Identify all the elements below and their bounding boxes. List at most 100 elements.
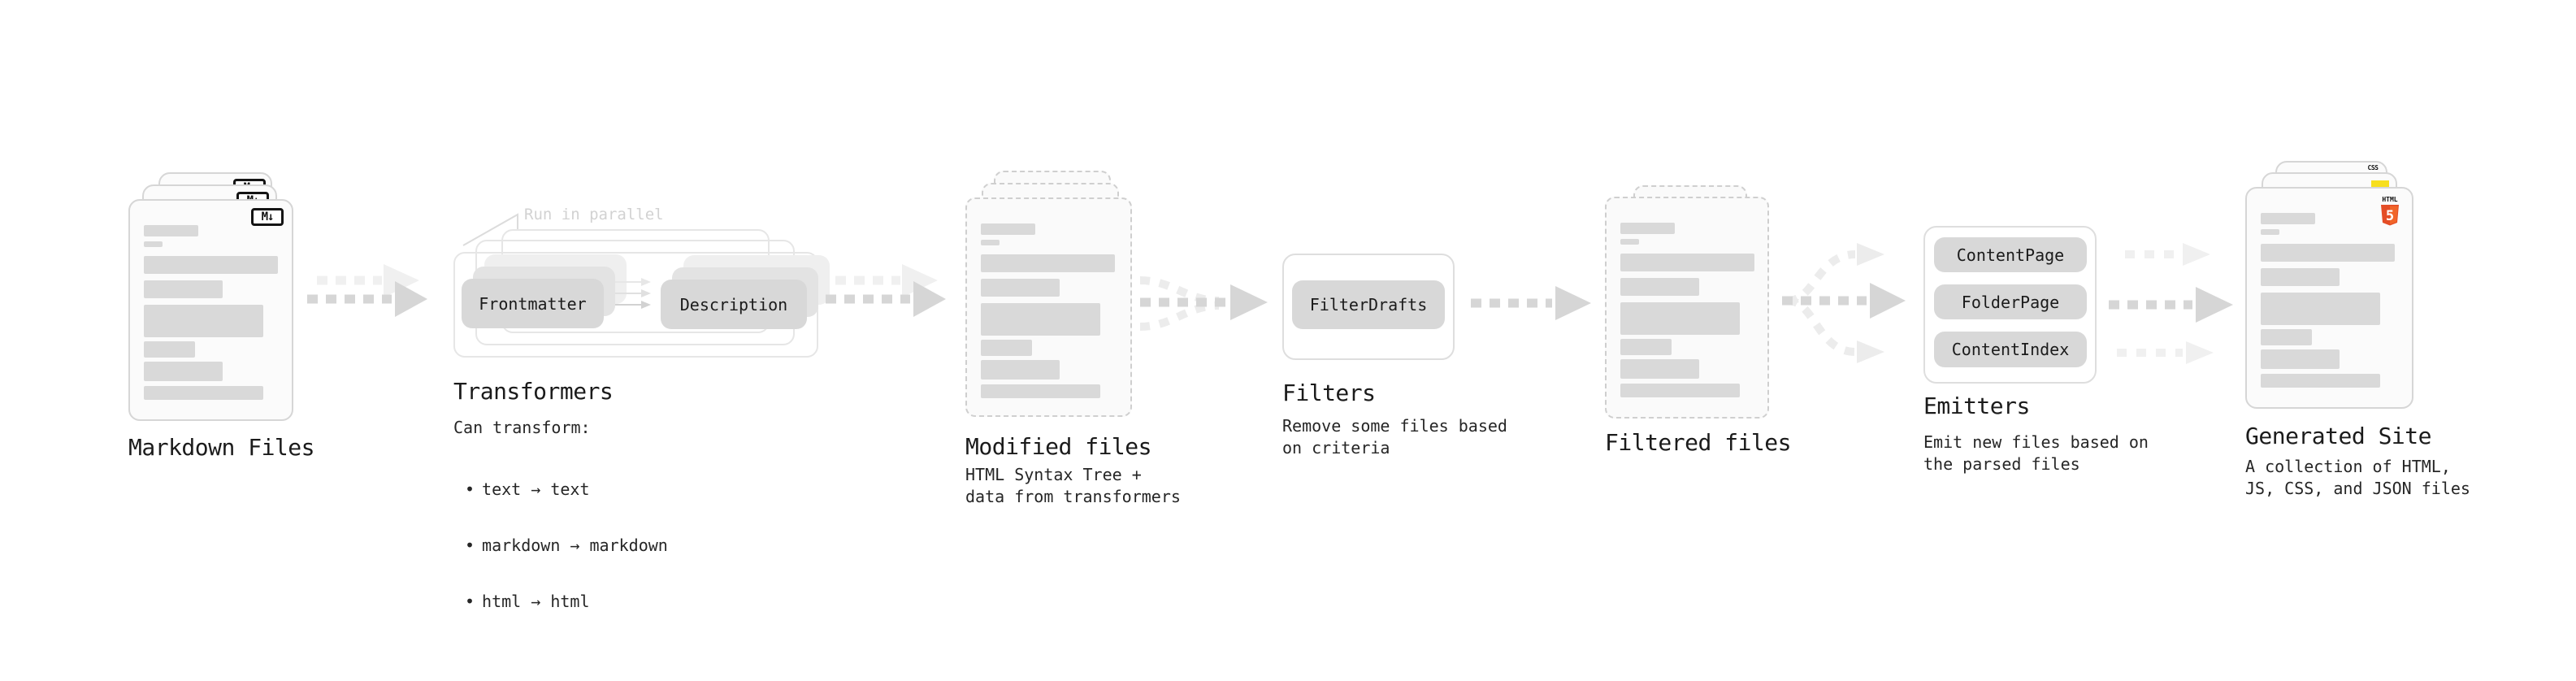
flow-arrow-icon bbox=[307, 264, 427, 317]
caption-line: the parsed files bbox=[1923, 454, 2080, 474]
caption-line: on criteria bbox=[1282, 438, 1390, 458]
section-label: Markdown Files bbox=[128, 434, 315, 461]
markdown-files-section: M↓ M↓ M↓ Markdown Files bbox=[128, 172, 340, 473]
markdown-icon-label: M↓ bbox=[261, 210, 275, 223]
text-placeholder-bar bbox=[2261, 374, 2380, 388]
caption-line: A collection of HTML, bbox=[2245, 457, 2451, 476]
text-placeholder-bar bbox=[1620, 278, 1699, 296]
text-placeholder-bar bbox=[144, 341, 195, 358]
caption-line: JS, CSS, and JSON files bbox=[2245, 479, 2470, 498]
bullet-item: • markdown → markdown bbox=[465, 536, 668, 555]
section-label: Transformers bbox=[453, 378, 614, 405]
html5-icon: HTML 5 bbox=[2381, 196, 2399, 226]
text-placeholder-bar bbox=[1620, 384, 1740, 397]
text-placeholder-bar bbox=[144, 362, 223, 381]
flow-arrow-icon bbox=[1471, 286, 1591, 320]
bullet-icon: • bbox=[465, 479, 475, 499]
text-placeholder-bar bbox=[144, 225, 198, 236]
bullet-item: • text → text bbox=[465, 480, 668, 499]
text-placeholder-bar bbox=[2261, 229, 2279, 235]
text-placeholder-bar bbox=[981, 384, 1100, 398]
generated-site-section: CSS HTML 5 Generated Site A collection o bbox=[2245, 161, 2489, 502]
text-placeholder-bar bbox=[144, 280, 223, 298]
folderpage-node-label: FolderPage bbox=[1961, 292, 2060, 312]
caption-line: data from transformers bbox=[965, 487, 1181, 506]
contentindex-node: ContentIndex bbox=[1934, 332, 2087, 367]
bullet-text: markdown → markdown bbox=[482, 536, 668, 555]
section-caption: HTML Syntax Tree + data from transformers bbox=[965, 464, 1181, 508]
frontmatter-node: Frontmatter bbox=[462, 279, 604, 328]
bullet-text: html → html bbox=[482, 592, 590, 611]
text-placeholder-bar bbox=[2261, 293, 2380, 325]
diverge-arrow-icon bbox=[1782, 243, 1906, 363]
text-placeholder-bar bbox=[981, 254, 1115, 272]
triple-arrow-icon bbox=[2109, 243, 2233, 364]
text-placeholder-bar bbox=[1620, 254, 1754, 271]
filters-section: FilterDrafts Filters Remove some files b… bbox=[1282, 254, 1507, 481]
file-card-front: HTML 5 bbox=[2245, 187, 2413, 409]
text-placeholder-bar bbox=[2261, 244, 2395, 262]
text-placeholder-bar bbox=[2261, 349, 2340, 369]
text-placeholder-bar bbox=[1620, 359, 1699, 379]
filterdrafts-node: FilterDrafts bbox=[1292, 280, 1445, 329]
markdown-icon: M↓ bbox=[251, 208, 284, 226]
description-node-label: Description bbox=[679, 294, 788, 314]
text-placeholder-bar bbox=[2261, 329, 2312, 345]
file-card-front: M↓ bbox=[128, 199, 293, 421]
file-card-front bbox=[1605, 197, 1769, 419]
bullet-text: text → text bbox=[482, 479, 590, 499]
text-placeholder-bar bbox=[2261, 268, 2340, 286]
section-label: Filters bbox=[1282, 380, 1376, 406]
text-placeholder-bar bbox=[981, 279, 1060, 297]
section-caption: A collection of HTML, JS, CSS, and JSON f… bbox=[2245, 456, 2470, 500]
text-placeholder-bar bbox=[1620, 302, 1740, 335]
modified-files-section: Modified files HTML Syntax Tree + data fr… bbox=[965, 171, 1193, 512]
text-placeholder-bar bbox=[1620, 223, 1675, 234]
contentindex-node-label: ContentIndex bbox=[1951, 340, 2070, 359]
folderpage-node: FolderPage bbox=[1934, 284, 2087, 319]
parallel-mini-arrows-icon bbox=[615, 278, 651, 309]
contentpage-node-label: ContentPage bbox=[1956, 245, 2065, 265]
caption-line: HTML Syntax Tree + bbox=[965, 465, 1142, 484]
filterdrafts-node-label: FilterDrafts bbox=[1309, 295, 1428, 314]
caption-line: Remove some files based bbox=[1282, 416, 1507, 436]
text-placeholder-bar bbox=[144, 241, 163, 247]
emitters-section: ContentPage FolderPage ContentIndex Emit… bbox=[1923, 226, 2149, 486]
text-placeholder-bar bbox=[981, 360, 1060, 380]
filtered-files-section: Filtered files bbox=[1605, 185, 1816, 462]
run-in-parallel-annotation: Run in parallel bbox=[524, 206, 664, 223]
css-icon-label: CSS bbox=[2367, 164, 2379, 171]
transformers-section: Run in parallel Frontmatter Description … bbox=[453, 203, 835, 611]
section-label: Emitters bbox=[1923, 393, 2030, 419]
transform-bullet-list: • text → text • markdown → markdown • html … bbox=[465, 443, 668, 648]
section-label: Filtered files bbox=[1605, 429, 1792, 456]
section-label: Modified files bbox=[965, 433, 1152, 460]
html5-icon-label: HTML bbox=[2382, 196, 2397, 203]
description-node: Description bbox=[661, 280, 807, 329]
text-placeholder-bar bbox=[2261, 213, 2315, 224]
file-card-front bbox=[965, 197, 1132, 417]
text-placeholder-bar bbox=[981, 340, 1032, 356]
frontmatter-node-label: Frontmatter bbox=[479, 293, 587, 314]
caption-line: Emit new files based on bbox=[1923, 432, 2149, 452]
converge-arrow-icon bbox=[1139, 276, 1268, 331]
html5-icon-number: 5 bbox=[2386, 208, 2394, 224]
section-label: Generated Site bbox=[2245, 423, 2432, 449]
callout-line bbox=[462, 213, 518, 246]
bullet-icon: • bbox=[465, 536, 475, 555]
section-caption: Can transform: bbox=[453, 418, 591, 437]
flow-arrow-icon bbox=[826, 264, 946, 317]
text-placeholder-bar bbox=[144, 256, 278, 274]
text-placeholder-bar bbox=[1620, 239, 1639, 245]
contentpage-node: ContentPage bbox=[1934, 237, 2087, 272]
text-placeholder-bar bbox=[144, 305, 263, 337]
bullet-item: • html → html bbox=[465, 592, 668, 611]
text-placeholder-bar bbox=[144, 386, 263, 400]
text-placeholder-bar bbox=[981, 223, 1035, 235]
bullet-icon: • bbox=[465, 592, 475, 611]
text-placeholder-bar bbox=[981, 240, 1000, 245]
text-placeholder-bar bbox=[981, 303, 1100, 336]
